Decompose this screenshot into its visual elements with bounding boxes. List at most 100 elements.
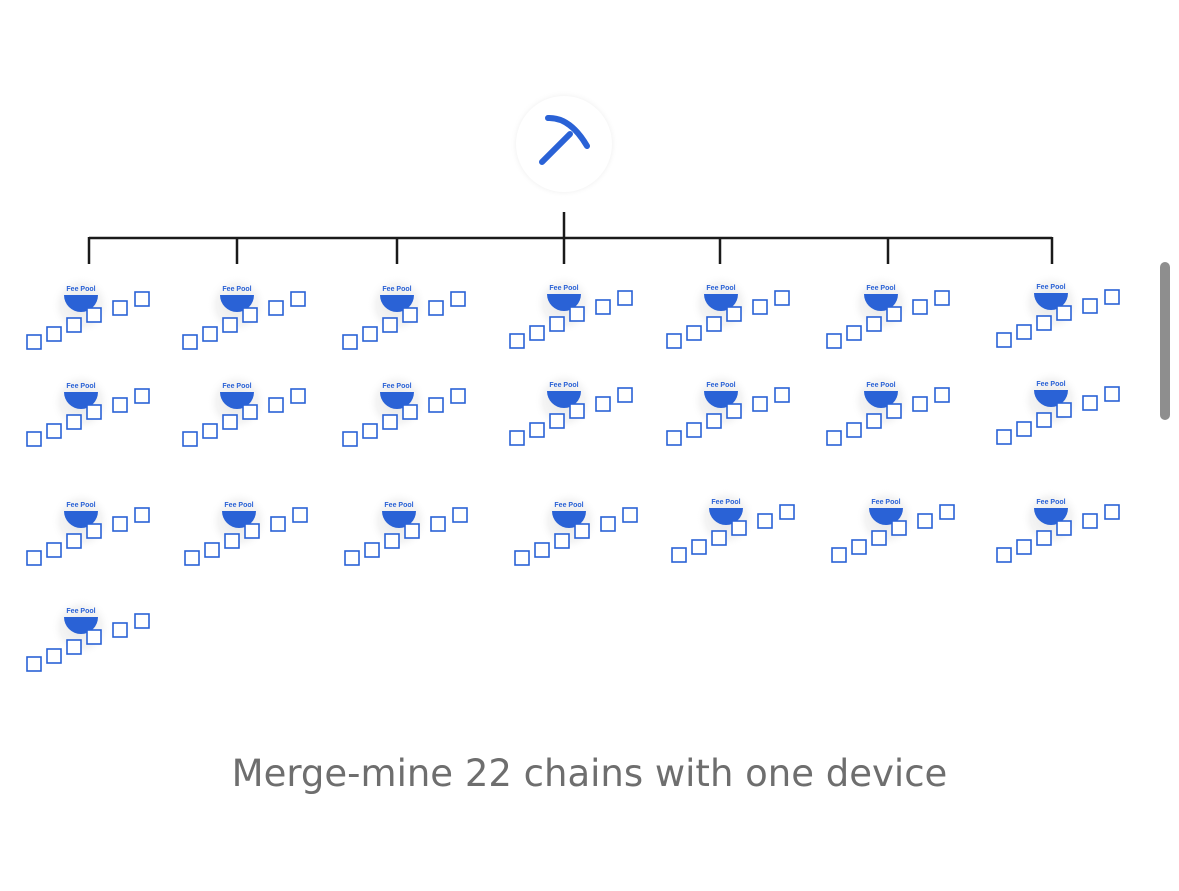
chain-block-icon	[574, 523, 590, 539]
chain-block-icon	[1016, 324, 1032, 340]
chain-block-icon	[774, 290, 790, 306]
fee-pool-node: Fee Pool	[26, 491, 150, 566]
chain-block-icon	[364, 542, 380, 558]
chain-block-icon	[428, 397, 444, 413]
chain-block-icon	[757, 513, 773, 529]
chain-block-icon	[402, 307, 418, 323]
chain-block-icon	[268, 397, 284, 413]
chain-block-icon	[46, 542, 62, 558]
chain-block-icon	[46, 648, 62, 664]
fee-pool-node: Fee Pool	[671, 488, 795, 563]
chain-block-icon	[452, 507, 468, 523]
fee-pool-node: Fee Pool	[344, 491, 468, 566]
fee-pool-label: Fee Pool	[554, 502, 583, 509]
fee-pool-label: Fee Pool	[866, 285, 895, 292]
chain-block-icon	[706, 316, 722, 332]
chain-block-icon	[866, 413, 882, 429]
fee-pool-label: Fee Pool	[711, 499, 740, 506]
chain-block-icon	[996, 332, 1012, 348]
chain-block-icon	[1056, 305, 1072, 321]
chain-block-icon	[112, 300, 128, 316]
chain-block-icon	[996, 429, 1012, 445]
chain-block-icon	[204, 542, 220, 558]
chain-block-icon	[46, 423, 62, 439]
chain-block-icon	[26, 431, 42, 447]
fee-pool-label: Fee Pool	[222, 286, 251, 293]
chain-block-icon	[112, 397, 128, 413]
chain-block-icon	[202, 423, 218, 439]
chain-block-icon	[1036, 530, 1052, 546]
chain-block-icon	[866, 316, 882, 332]
chain-block-icon	[134, 507, 150, 523]
fee-pool-label: Fee Pool	[66, 383, 95, 390]
chain-block-icon	[66, 639, 82, 655]
chain-block-icon	[450, 388, 466, 404]
chain-block-icon	[1082, 395, 1098, 411]
chain-block-icon	[222, 414, 238, 430]
chain-block-icon	[549, 316, 565, 332]
fee-pool-label: Fee Pool	[382, 286, 411, 293]
chain-block-icon	[182, 431, 198, 447]
chain-block-icon	[1036, 412, 1052, 428]
fee-pool-label: Fee Pool	[224, 502, 253, 509]
chain-block-icon	[569, 306, 585, 322]
chain-block-icon	[1082, 298, 1098, 314]
chain-block-icon	[26, 334, 42, 350]
chain-block-icon	[509, 333, 525, 349]
chain-block-icon	[86, 307, 102, 323]
chain-block-icon	[691, 539, 707, 555]
chain-block-icon	[686, 422, 702, 438]
root-miner	[510, 90, 618, 198]
chain-block-icon	[554, 533, 570, 549]
chain-block-icon	[290, 291, 306, 307]
chain-block-icon	[569, 403, 585, 419]
fee-pool-node: Fee Pool	[342, 275, 466, 350]
chain-block-icon	[290, 388, 306, 404]
fee-pool-node: Fee Pool	[996, 273, 1120, 348]
chain-block-icon	[774, 387, 790, 403]
scrollbar[interactable]	[1160, 262, 1170, 420]
chain-block-icon	[726, 403, 742, 419]
chain-block-icon	[362, 326, 378, 342]
fee-pool-label: Fee Pool	[1036, 381, 1065, 388]
chain-block-icon	[26, 550, 42, 566]
fee-pool-node: Fee Pool	[666, 274, 790, 349]
chain-block-icon	[617, 387, 633, 403]
chain-block-icon	[46, 326, 62, 342]
chain-block-icon	[752, 396, 768, 412]
chain-block-icon	[934, 387, 950, 403]
chain-block-icon	[831, 547, 847, 563]
fee-pool-node: Fee Pool	[26, 372, 150, 447]
fee-pool-label: Fee Pool	[1036, 499, 1065, 506]
chain-block-icon	[428, 300, 444, 316]
chain-block-icon	[886, 306, 902, 322]
chain-block-icon	[430, 516, 446, 532]
chain-block-icon	[86, 629, 102, 645]
chain-block-icon	[182, 334, 198, 350]
fee-pool-node: Fee Pool	[184, 491, 308, 566]
fee-pool-node: Fee Pool	[996, 488, 1120, 563]
chain-block-icon	[666, 430, 682, 446]
chain-block-icon	[344, 550, 360, 566]
chain-block-icon	[706, 413, 722, 429]
chain-block-icon	[752, 299, 768, 315]
chain-block-icon	[382, 317, 398, 333]
fee-pool-node: Fee Pool	[826, 274, 950, 349]
chain-block-icon	[731, 520, 747, 536]
chain-block-icon	[934, 290, 950, 306]
fee-pool-label: Fee Pool	[706, 285, 735, 292]
chain-block-icon	[382, 414, 398, 430]
chain-block-icon	[912, 299, 928, 315]
fee-pool-label: Fee Pool	[706, 382, 735, 389]
fee-pool-label: Fee Pool	[222, 383, 251, 390]
chain-block-icon	[134, 613, 150, 629]
chain-block-icon	[292, 507, 308, 523]
caption: Merge-mine 22 chains with one device	[231, 752, 948, 795]
fee-pool-node: Fee Pool	[666, 371, 790, 446]
fee-pool-label: Fee Pool	[866, 382, 895, 389]
connector-tree	[87, 212, 1054, 264]
fee-pool-node: Fee Pool	[514, 491, 638, 566]
chain-block-icon	[1016, 421, 1032, 437]
chain-block-icon	[404, 523, 420, 539]
